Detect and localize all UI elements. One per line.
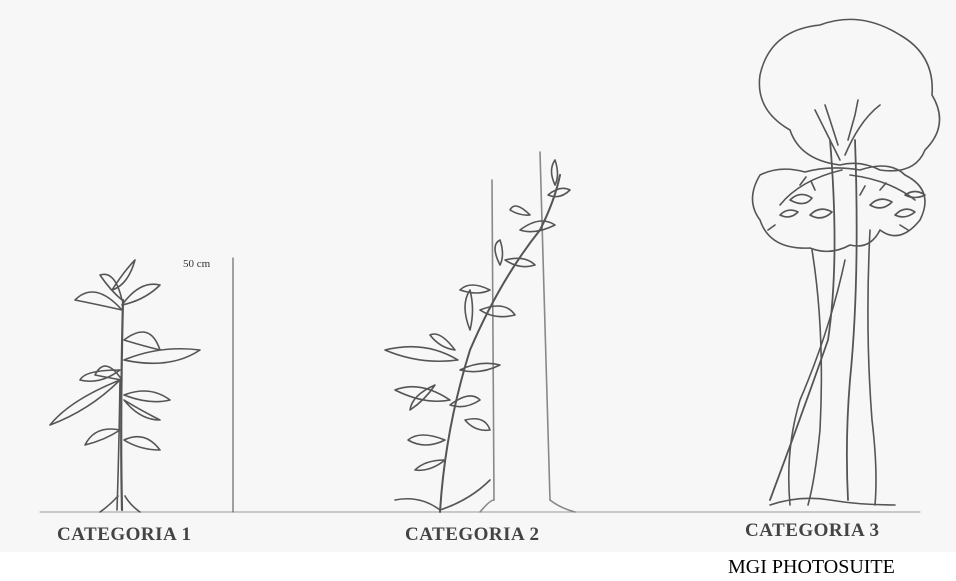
tree-category-3 bbox=[753, 19, 940, 505]
plant-drawing bbox=[0, 0, 956, 552]
category-3-label: CATEGORIA 3 bbox=[745, 520, 879, 542]
measure-label: 50 cm bbox=[183, 258, 210, 270]
sapling-category-2 bbox=[385, 152, 575, 512]
category-1-label: CATEGORIA 1 bbox=[57, 524, 191, 546]
seedling-category-1 bbox=[50, 258, 233, 512]
category-2-label: CATEGORIA 2 bbox=[405, 524, 539, 546]
credit-caption: MGI PHOTOSUITE bbox=[728, 556, 895, 579]
